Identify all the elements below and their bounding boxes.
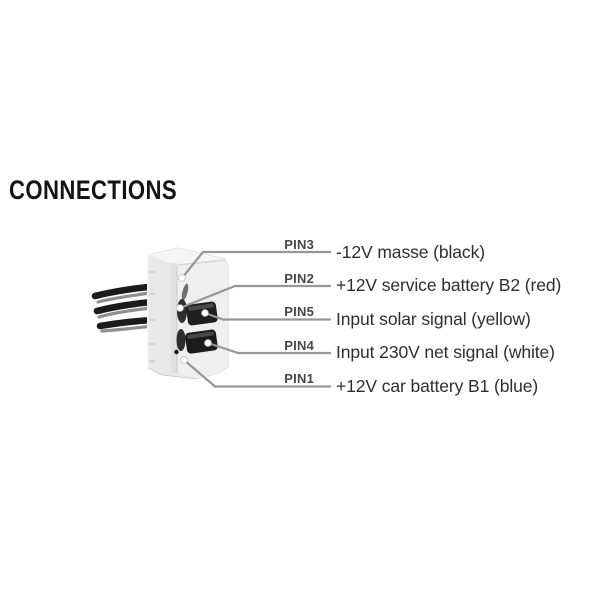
connector-illustration [91,247,332,388]
pin-label-pin3: PIN3 [284,237,314,252]
leader-line-pin1 [182,358,332,388]
pin-label-pin2: PIN2 [284,270,314,286]
leader-line-pin2 [178,284,332,310]
pin-label-pin4: PIN4 [284,337,314,353]
pin-label-pin5: PIN5 [284,304,314,319]
leader-line-pin3 [180,250,332,280]
solder-point-pin3 [178,274,186,282]
solder-point-pin5 [201,309,209,317]
pin-blade-lower [185,329,218,354]
pin-label-pin1: PIN1 [284,371,314,386]
pin-description-pin2: +12V service battery B2 (red) [336,275,562,295]
leader-line-pin4 [206,341,332,355]
pin-description-pin1: +12V car battery B1 (blue) [336,375,539,396]
leader-line-pin5 [203,311,332,321]
solder-point-pin4 [204,339,212,347]
solder-point-pin2 [176,304,184,312]
pin-description-pin5: Input solar signal (yellow) [336,308,531,329]
pin-cavity-dot [174,349,179,355]
solder-point-pin1 [180,356,188,364]
pin-description-pin3: -12V masse (black) [336,241,485,262]
wire-bundle-icon [91,283,157,333]
pin-cavity-shadow-top [181,283,189,301]
pin-description-pin4: Input 230V net signal (white) [336,342,555,362]
pin-cavity-shadow-lower [176,329,186,351]
page-title: CONNECTIONS [9,175,178,205]
